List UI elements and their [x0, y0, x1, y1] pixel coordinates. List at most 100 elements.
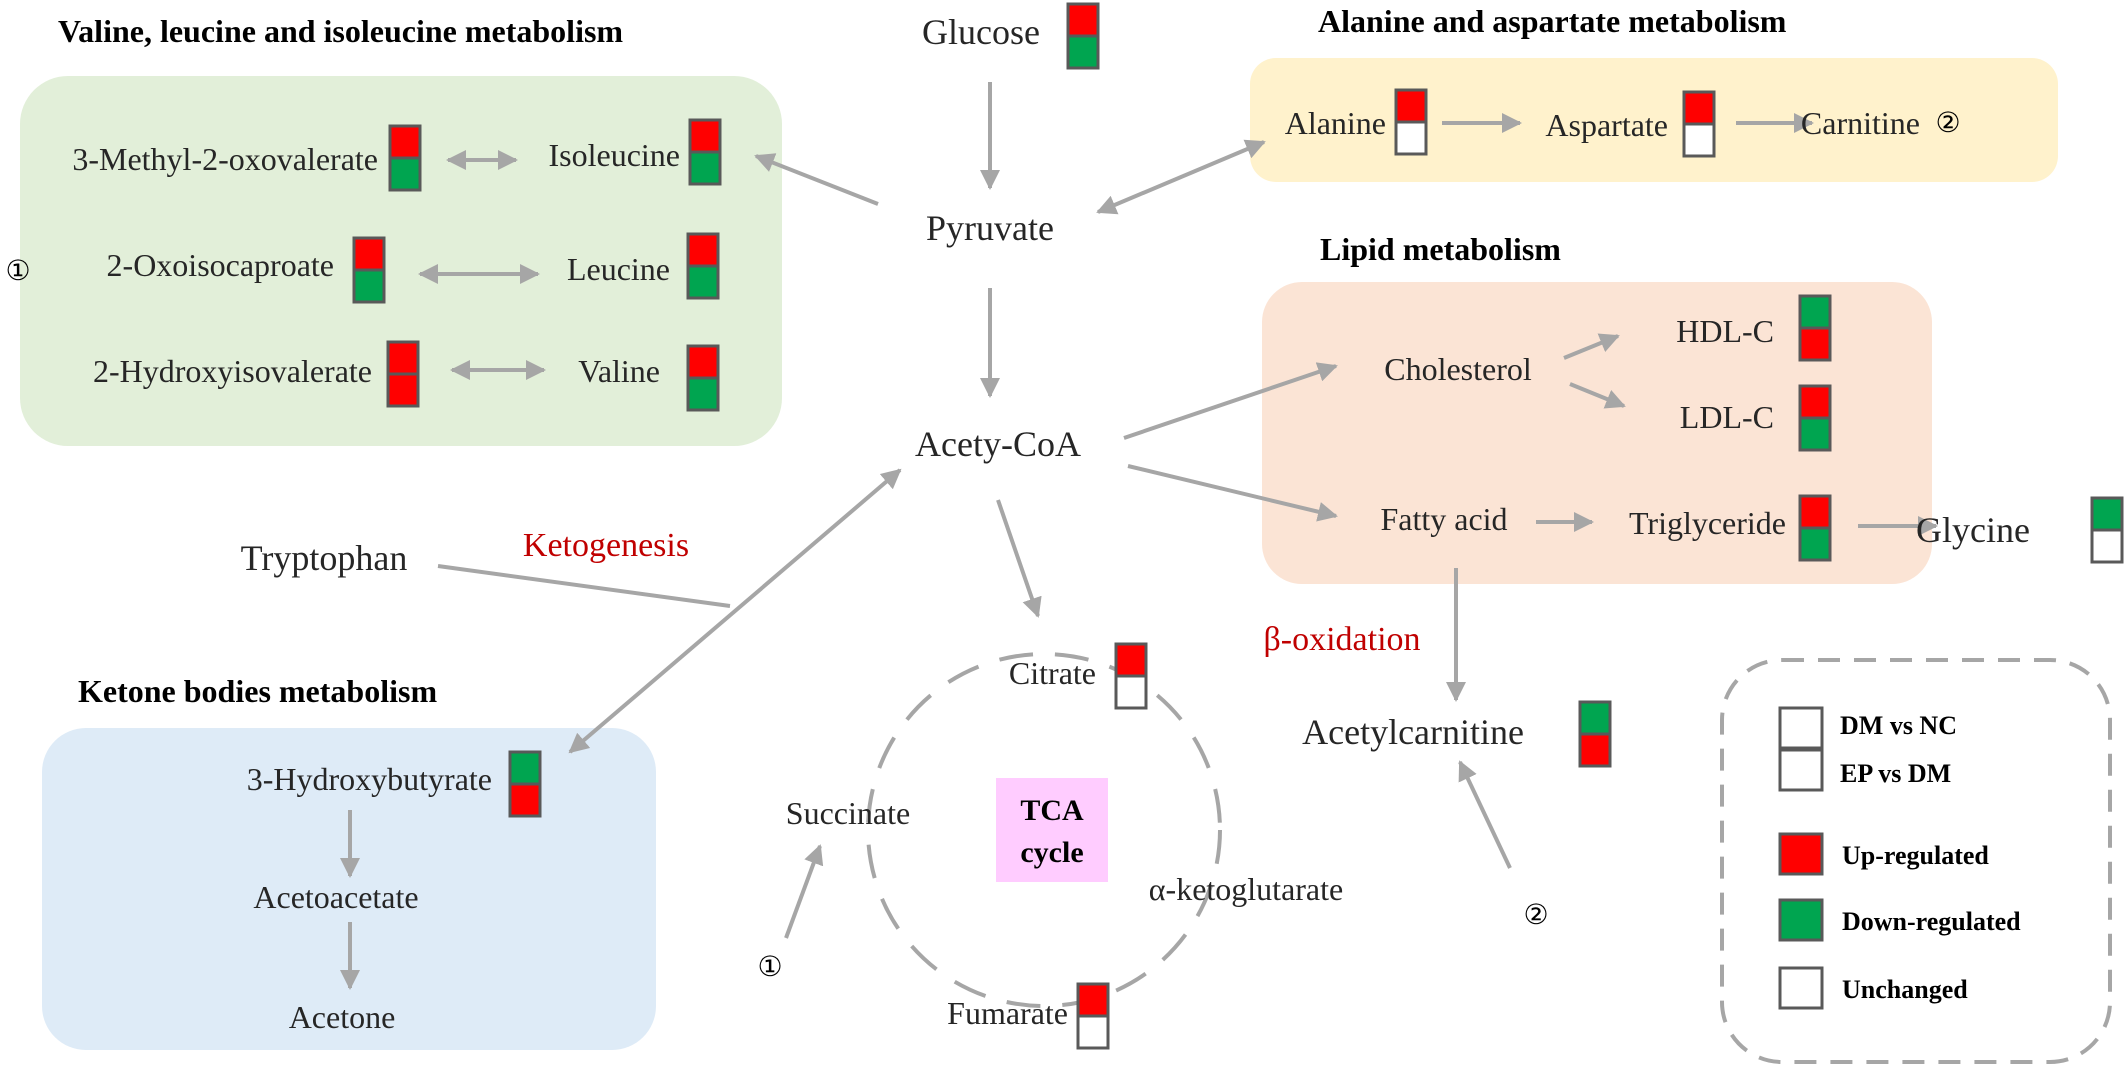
lipid-panel-title: Lipid metabolism — [1320, 231, 1561, 267]
legend-unchanged-swatch — [1778, 966, 1824, 1010]
aspartate-label: Aspartate — [1545, 107, 1668, 143]
regulation-indicator-aspartate — [1682, 90, 1716, 158]
dm-vs-nc-up-cell — [1076, 982, 1110, 1018]
alanine-panel-title: Alanine and aspartate metabolism — [1318, 3, 1787, 39]
regulation-boxes — [352, 2, 2124, 1050]
ketone-panel-title: Ketone bodies metabolism — [78, 673, 437, 709]
arrow-pyruvate-alanine — [1096, 139, 1266, 215]
ep-vs-dm-unchanged-cell — [1114, 674, 1148, 710]
glycine-label: Glycine — [1916, 510, 2030, 550]
ep-vs-dm-down-cell — [688, 150, 722, 186]
tca-label-line1: TCA — [1020, 794, 1084, 827]
legend-up-swatch — [1778, 832, 1824, 876]
ep-vs-dm-down-cell — [1798, 416, 1832, 452]
ketoglutarate-label: α-ketoglutarate — [1149, 871, 1343, 907]
oxoisocaproate-label: 2-Oxoisocaproate — [107, 247, 334, 283]
bcaa-panel — [20, 76, 782, 446]
regulation-indicator-hydroxyisovalerate — [386, 340, 420, 408]
ep-vs-dm-down-cell — [686, 264, 720, 300]
legend-ep-vs-dm: EP vs DM — [1840, 759, 1951, 788]
regulation-indicator-oxoisocaproate — [352, 236, 386, 304]
marker-one-tca: ① — [757, 952, 782, 983]
regulation-indicator-isoleucine — [688, 118, 722, 186]
tryptophan-label: Tryptophan — [241, 538, 408, 578]
arrow-cholesterol-ldl — [1569, 382, 1626, 409]
legend-down: Down-regulated — [1842, 907, 2021, 936]
regulation-indicator-ldl — [1798, 384, 1832, 452]
acetone-label: Acetone — [289, 999, 396, 1035]
valine-label: Valine — [578, 353, 660, 389]
regulation-indicator-triglyceride — [1798, 494, 1832, 562]
regulation-indicator-valine — [686, 344, 720, 412]
glucose-label: Glucose — [922, 12, 1040, 52]
legend-up: Up-regulated — [1842, 841, 1989, 870]
acetylcoa-label: Acety-CoA — [915, 424, 1081, 464]
legend-unchanged: Unchanged — [1842, 975, 1968, 1004]
hydroxybutyrate-label: 3-Hydroxybutyrate — [247, 761, 492, 797]
ketogenesis-label: Ketogenesis — [523, 527, 689, 564]
alanine-label: Alanine — [1285, 105, 1386, 141]
legend-box — [1720, 658, 2112, 1064]
arrows — [340, 82, 1938, 990]
bcaa-panel-title: Valine, leucine and isoleucine metabolis… — [58, 13, 623, 49]
regulation-indicator-hydroxybutyrate — [508, 750, 542, 818]
dm-vs-nc-up-cell — [1066, 2, 1100, 38]
regulation-indicator-hdl — [1798, 294, 1832, 362]
ketone-panel — [42, 728, 656, 1050]
dm-vs-nc-up-cell — [1682, 90, 1716, 126]
ldl-label: LDL-C — [1680, 399, 1774, 435]
ep-vs-dm-down-cell — [686, 376, 720, 412]
ep-vs-dm-up-cell — [1798, 326, 1832, 362]
regulation-indicator-citrate — [1114, 642, 1148, 710]
acetylcarnitine-label: Acetylcarnitine — [1302, 712, 1524, 752]
triglyceride-label: Triglyceride — [1629, 505, 1786, 541]
dm-vs-nc-up-cell — [686, 232, 720, 268]
arrow-acetylcoa-cholesterol — [1123, 362, 1338, 440]
legend-dm-vs-nc-swatch — [1778, 706, 1824, 750]
isoleucine-label: Isoleucine — [549, 137, 681, 173]
marker-one-bcaa: ① — [5, 256, 30, 287]
legend-ep-vs-dm-swatch — [1778, 748, 1824, 792]
legend-down-swatch — [1778, 898, 1824, 942]
marker-two-acetylcarnitine: ② — [1523, 900, 1548, 931]
ep-vs-dm-unchanged-cell — [1076, 1014, 1110, 1050]
dm-vs-nc-up-cell — [688, 118, 722, 154]
dm-vs-nc-up-cell — [1798, 384, 1832, 420]
dm-vs-nc-down-cell — [2090, 496, 2124, 532]
dm-vs-nc-up-cell — [386, 340, 420, 376]
ep-vs-dm-up-cell — [508, 782, 542, 818]
tca-label-bg — [996, 778, 1108, 882]
hdl-label: HDL-C — [1676, 313, 1774, 349]
hydroxyisovalerate-label: 2-Hydroxyisovalerate — [93, 353, 372, 389]
ep-vs-dm-down-cell — [352, 268, 386, 304]
regulation-indicator-leucine — [686, 232, 720, 300]
ep-vs-dm-unchanged-cell — [1394, 120, 1428, 156]
leucine-label: Leucine — [567, 251, 670, 287]
arrow-marker1-succinate — [784, 844, 824, 939]
arrow-cholesterol-hdl — [1563, 333, 1620, 360]
arrow-marker2-acetylcarnitine — [1458, 760, 1512, 869]
dm-vs-nc-up-cell — [388, 124, 422, 160]
carnitine-label: Carnitine — [1801, 105, 1920, 141]
dm-vs-nc-down-cell — [1578, 700, 1612, 736]
tca-label-line2: cycle — [1020, 836, 1083, 869]
arrow-acetylcoa-citrate — [996, 499, 1042, 618]
cholesterol-label: Cholesterol — [1384, 351, 1532, 387]
ep-vs-dm-down-cell — [1798, 526, 1832, 562]
dm-vs-nc-down-cell — [508, 750, 542, 786]
marker-two-alanine: ② — [1935, 108, 1960, 139]
regulation-indicator-acetylcarnitine — [1578, 700, 1612, 768]
lipid-panel — [1262, 282, 1932, 584]
fattyacid-label: Fatty acid — [1380, 501, 1507, 537]
dm-vs-nc-up-cell — [352, 236, 386, 272]
arrow-acetylcoa-hydroxybutyrate — [568, 468, 902, 754]
tca-cycle-ring — [866, 652, 1222, 1008]
dm-vs-nc-up-cell — [686, 344, 720, 380]
dm-vs-nc-up-cell — [1798, 494, 1832, 530]
ep-vs-dm-unchanged-cell — [2090, 528, 2124, 564]
pyruvate-label: Pyruvate — [926, 208, 1054, 248]
ep-vs-dm-up-cell — [1578, 732, 1612, 768]
dm-vs-nc-up-cell — [1394, 88, 1428, 124]
fumarate-label: Fumarate — [947, 995, 1068, 1031]
